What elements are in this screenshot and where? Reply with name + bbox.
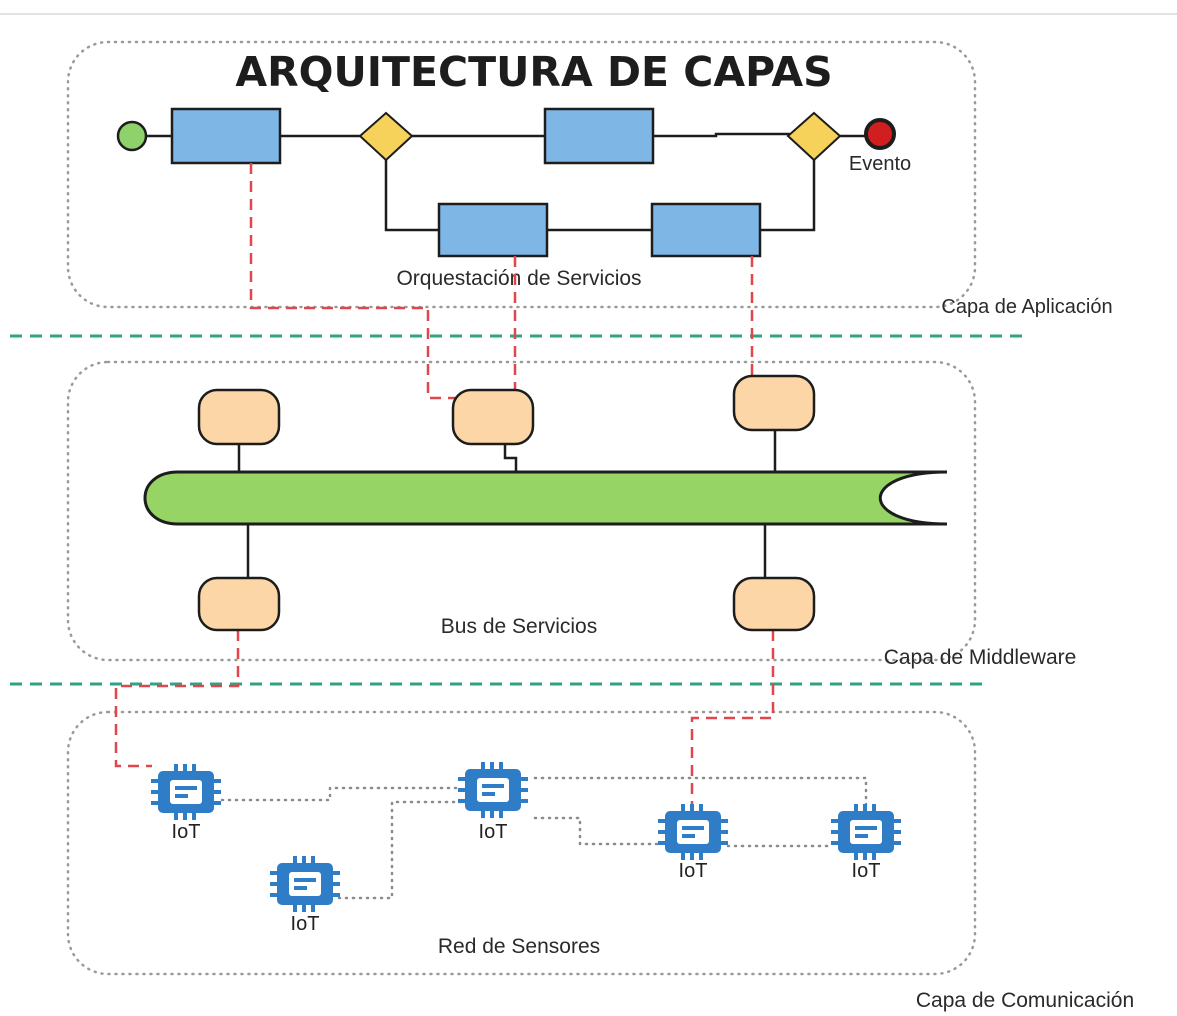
application-layer-label: Capa de Aplicación — [941, 296, 1112, 318]
iot-node: IoT — [270, 856, 340, 935]
end-event-icon — [864, 118, 896, 150]
communication-layer-label: Capa de Comunicación — [916, 989, 1134, 1012]
task-3 — [437, 202, 549, 258]
bus-port-top-right — [732, 374, 816, 432]
orchestration-label: Orquestación de Servicios — [396, 267, 641, 290]
iot-chip-icon — [658, 804, 728, 860]
iot-node: IoT — [658, 804, 728, 882]
iot-chip-icon — [458, 762, 528, 818]
bus-port-bottom-right — [732, 576, 816, 632]
iot-network-links — [220, 776, 868, 900]
red-dashed-links — [114, 163, 775, 804]
bus-port-top-center — [451, 388, 535, 446]
bus-port-bottom-left — [197, 576, 281, 632]
bus-port-top-left — [197, 388, 281, 446]
application-zone — [66, 40, 977, 309]
svg-text:IoT: IoT — [679, 860, 708, 882]
svg-text:IoT: IoT — [852, 860, 881, 882]
iot-node: IoT — [831, 804, 901, 882]
start-event-icon — [116, 120, 148, 152]
task-4 — [650, 202, 762, 258]
sensor-network-label: Red de Sensores — [438, 935, 600, 958]
middleware-zone — [66, 360, 977, 662]
gateway-icon — [358, 111, 414, 162]
svg-text:IoT: IoT — [172, 821, 201, 843]
iot-chip-icon — [151, 764, 221, 820]
task-2 — [543, 107, 655, 165]
orchestration-flow — [146, 132, 866, 232]
svg-text:IoT: IoT — [291, 913, 320, 935]
diagram-title: ARQUITECTURA DE CAPAS — [235, 48, 832, 96]
bus-label: Bus de Servicios — [441, 615, 597, 638]
iot-node: IoT — [151, 764, 221, 843]
end-event-label: Evento — [849, 153, 911, 175]
middleware-layer-label: Capa de Middleware — [884, 646, 1077, 669]
service-bus — [143, 470, 948, 526]
bus-connectors — [237, 430, 777, 578]
svg-text:IoT: IoT — [479, 821, 508, 843]
gateway-icon — [786, 111, 842, 162]
iot-chip-icon — [831, 804, 901, 860]
task-1 — [170, 107, 282, 165]
communication-zone — [66, 710, 977, 976]
iot-chip-icon — [270, 856, 340, 912]
iot-node: IoT — [458, 762, 528, 843]
